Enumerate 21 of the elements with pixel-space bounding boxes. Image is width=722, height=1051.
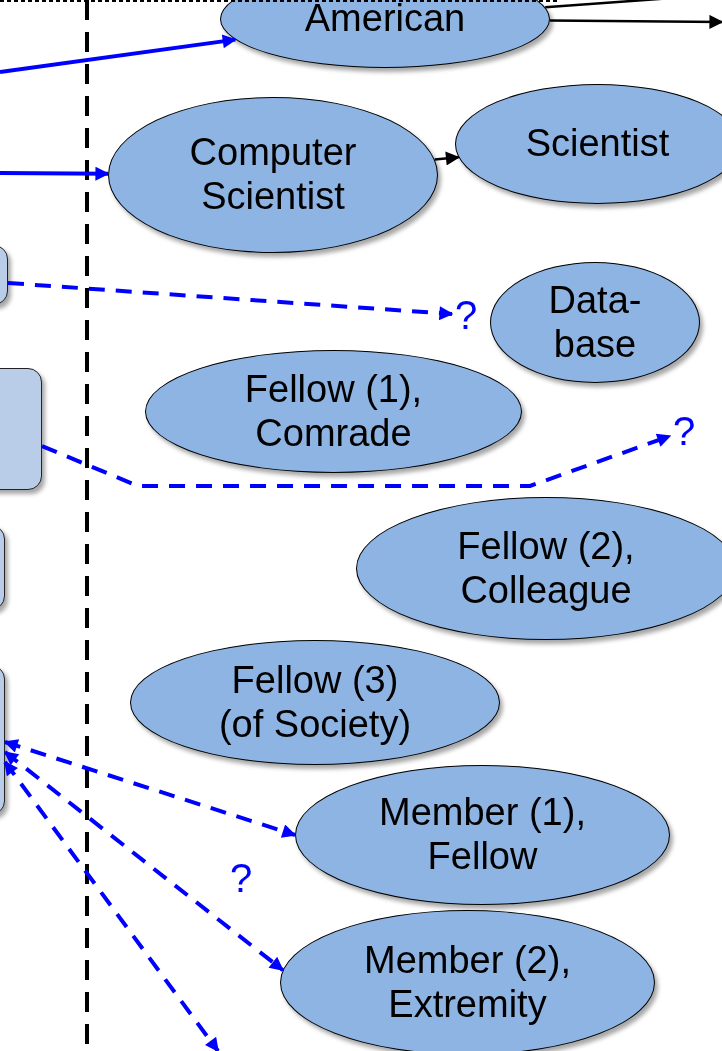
node-label: Scientist xyxy=(525,122,670,166)
arrow xyxy=(549,14,722,29)
node-label: Fellow (3) (of Society) xyxy=(217,658,413,747)
arrow xyxy=(41,433,672,488)
node-label: Computer Scientist xyxy=(188,131,358,219)
node-label: Member (2), Extremity xyxy=(363,938,572,1027)
arrow xyxy=(3,750,284,972)
node-label: Fellow (2), Colleague xyxy=(456,524,636,613)
arrow xyxy=(434,151,460,166)
arrow xyxy=(0,166,110,181)
arrow xyxy=(3,739,297,838)
question-mark: ? xyxy=(452,292,480,338)
node-label: American xyxy=(304,0,466,41)
node-label: Fellow (1), Comrade xyxy=(243,367,424,456)
arrow xyxy=(0,34,237,74)
arrow xyxy=(3,760,220,1051)
question-mark: ? xyxy=(670,408,698,454)
arrow xyxy=(7,281,454,321)
question-mark: ? xyxy=(230,858,253,898)
node-label: Member (1), Fellow xyxy=(378,791,587,879)
node-label: Data-base xyxy=(547,278,643,367)
